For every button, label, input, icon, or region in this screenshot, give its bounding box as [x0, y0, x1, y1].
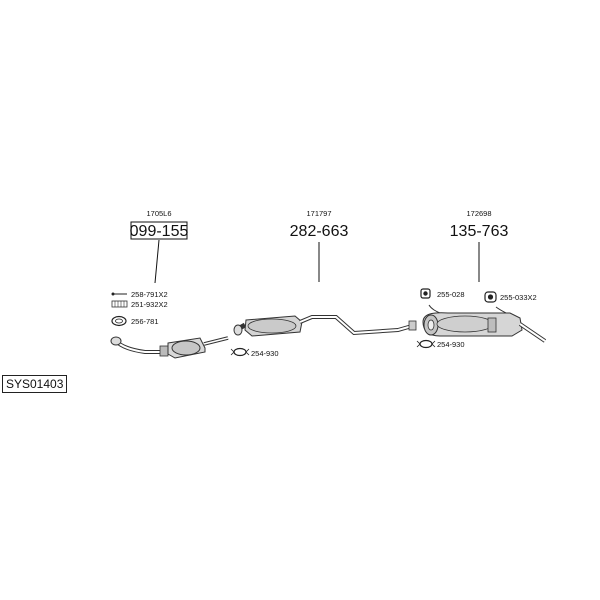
gasket-icon [111, 315, 127, 327]
fitting-label-254-a: 254-930 [251, 349, 279, 358]
fitting-label-255-028: 255-028 [437, 290, 465, 299]
part-number-2[interactable]: 282-663 [290, 223, 349, 240]
part-box-099-155[interactable] [130, 221, 188, 240]
fitting-label-254-b: 254-930 [437, 340, 465, 349]
rubber-mount-icon-255-028 [420, 288, 431, 299]
fitting-label-256: 256-781 [131, 317, 159, 326]
leader-line-1 [154, 239, 160, 284]
rubber-mount-icon-255-033 [484, 291, 497, 303]
ref-label-1: 1705L6 [146, 209, 171, 218]
middle-silencer-pipe[interactable] [233, 315, 417, 337]
front-pipe-catalyst[interactable] [110, 336, 229, 359]
diagram-code-box: SYS01403 [2, 375, 68, 393]
part-number-1[interactable]: 099-155 [130, 223, 189, 240]
fitting-label-251: 251-932X2 [131, 300, 168, 309]
ref-label-3: 172698 [466, 209, 491, 218]
spring-icon [111, 300, 128, 308]
rear-silencer[interactable] [422, 304, 547, 343]
fitting-label-255-033: 255-033X2 [500, 293, 537, 302]
fitting-label-258: 258-791X2 [131, 290, 168, 299]
clamp-bolt-icon [111, 292, 127, 296]
clamp-icon-2 [416, 339, 436, 349]
clamp-icon-1 [230, 347, 250, 357]
part-number-3[interactable]: 135-763 [450, 223, 509, 240]
ref-label-2: 171797 [306, 209, 331, 218]
